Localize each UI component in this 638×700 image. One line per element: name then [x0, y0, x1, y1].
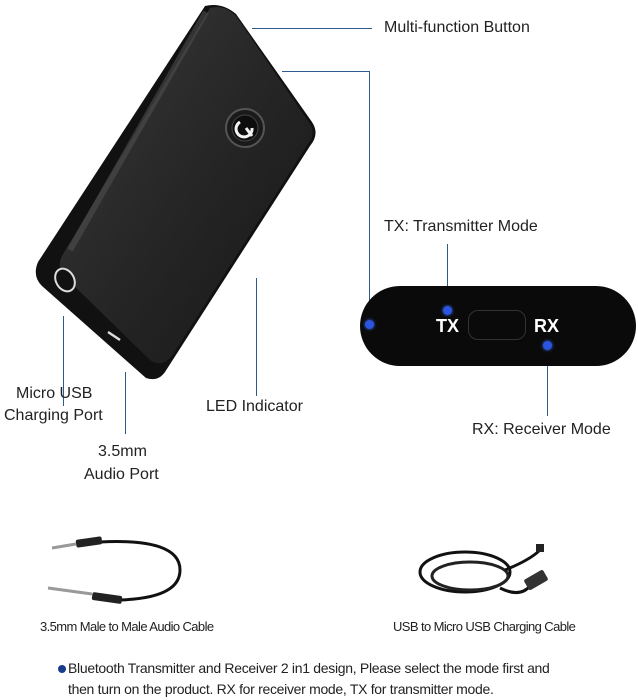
- audio-cable-icon: [47, 536, 182, 604]
- power-button-icon: [225, 108, 265, 148]
- rx-dot: [543, 341, 552, 350]
- leader-led-vertical: [369, 71, 370, 321]
- led-indicator-dot: [365, 320, 374, 329]
- switch-slot: [468, 310, 526, 340]
- leader-tx: [447, 244, 448, 312]
- leader-micro-usb: [63, 316, 64, 406]
- switch-rx-label: RX: [534, 316, 560, 336]
- label-audio-port-line1: 3.5mm: [98, 443, 147, 460]
- micro-usb-port: [107, 330, 121, 342]
- usb-cable-icon: [418, 544, 548, 594]
- label-rx-mode: RX: Receiver Mode: [472, 421, 611, 438]
- tx-dot: [443, 306, 452, 315]
- leader-multi-function: [252, 28, 372, 29]
- device-illustration: [35, 5, 316, 380]
- caption-audio-cable: 3.5mm Male to Male Audio Cable: [40, 619, 214, 634]
- bullet-icon: [58, 665, 66, 673]
- label-led-indicator: LED Indicator: [206, 398, 303, 415]
- mode-switch-side-view: [360, 286, 636, 366]
- leader-led-top: [282, 71, 370, 72]
- label-tx-mode: TX: Transmitter Mode: [384, 218, 538, 235]
- leader-audio-port: [125, 372, 126, 434]
- label-audio-port-line2: Audio Port: [84, 466, 159, 483]
- leader-led-indicator: [256, 278, 257, 396]
- label-micro-usb-line2: Charging Port: [4, 407, 103, 424]
- caption-usb-cable: USB to Micro USB Charging Cable: [393, 619, 576, 634]
- leader-rx: [547, 344, 548, 416]
- switch-tx-label: TX: [436, 316, 460, 336]
- audio-jack-port: [54, 267, 76, 293]
- note-line2: then turn on the product. RX for receive…: [68, 681, 494, 697]
- label-micro-usb-line1: Micro USB: [16, 385, 93, 402]
- label-multi-function-button: Multi-function Button: [384, 19, 530, 36]
- note-line1: Bluetooth Transmitter and Receiver 2 in1…: [68, 660, 550, 676]
